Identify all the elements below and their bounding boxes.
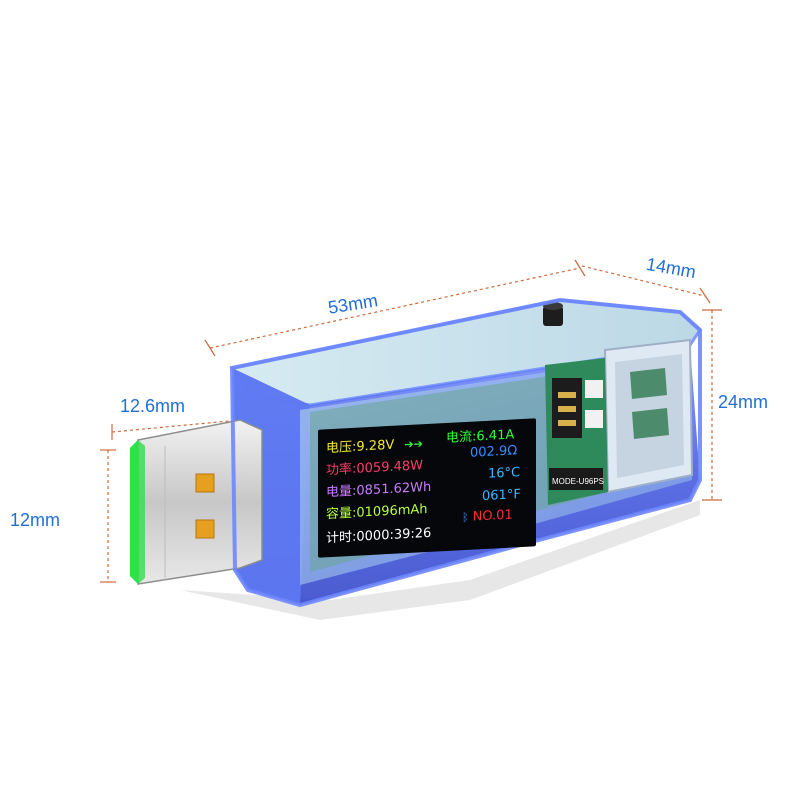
- voltage-row: 电压:9.28V ➔➔: [326, 432, 423, 456]
- resistance-row: 002.9Ω: [470, 443, 517, 460]
- plug-height-dimension-label: 12mm: [10, 510, 61, 530]
- temp-c-row: 16°C: [488, 465, 520, 482]
- height-dimension-label: 24mm: [718, 392, 769, 412]
- bluetooth-icon: ᛒ: [462, 510, 469, 525]
- temp-f-value: 061°F: [482, 487, 521, 505]
- case-rim: [229, 297, 702, 608]
- voltage-value: 9.28V: [356, 437, 395, 455]
- capacity-row: 容量:01096mAh: [326, 498, 428, 522]
- energy-row: 电量:0851.62Wh: [326, 476, 431, 501]
- current-row: 电流:6.41A: [446, 423, 514, 446]
- capacity-label: 容量:: [326, 505, 357, 523]
- lcd-screen: 电压:9.28V ➔➔ 电流:6.41A 功率:0059.48W 002.9Ω …: [318, 418, 536, 558]
- capacity-value: 01096mAh: [356, 501, 428, 521]
- connector-board: MODE-U96PS: [545, 358, 608, 505]
- temp-c-value: 16°C: [488, 465, 521, 482]
- timer-row: 计时:0000:39:26: [326, 522, 431, 547]
- usb-female-port: [603, 338, 694, 494]
- current-label: 电流:: [446, 429, 477, 447]
- power-value: 0059.48W: [356, 458, 424, 477]
- mode-button: [543, 302, 563, 326]
- board-label: MODE-U96PS: [552, 477, 604, 486]
- energy-label: 电量:: [326, 483, 357, 501]
- power-row: 功率:0059.48W: [326, 454, 423, 478]
- timer-label: 计时:: [326, 529, 357, 547]
- drop-shadow: [180, 500, 700, 620]
- energy-value: 0851.62Wh: [356, 479, 432, 499]
- dimension-lines: [100, 259, 722, 583]
- temp-f-row: 061°F: [482, 487, 521, 504]
- plug-length-dimension-label: 12.6mm: [120, 396, 186, 416]
- arrow-right-icon: ➔➔: [404, 437, 423, 452]
- resistance-value: 002.9Ω: [470, 443, 518, 461]
- voltage-label: 电压:: [326, 439, 357, 457]
- group-value: NO.01: [472, 507, 513, 525]
- power-label: 功率:: [326, 461, 357, 479]
- usb-male-plug: [130, 419, 263, 585]
- timer-value: 0000:39:26: [356, 525, 432, 545]
- current-value: 6.41A: [476, 427, 515, 445]
